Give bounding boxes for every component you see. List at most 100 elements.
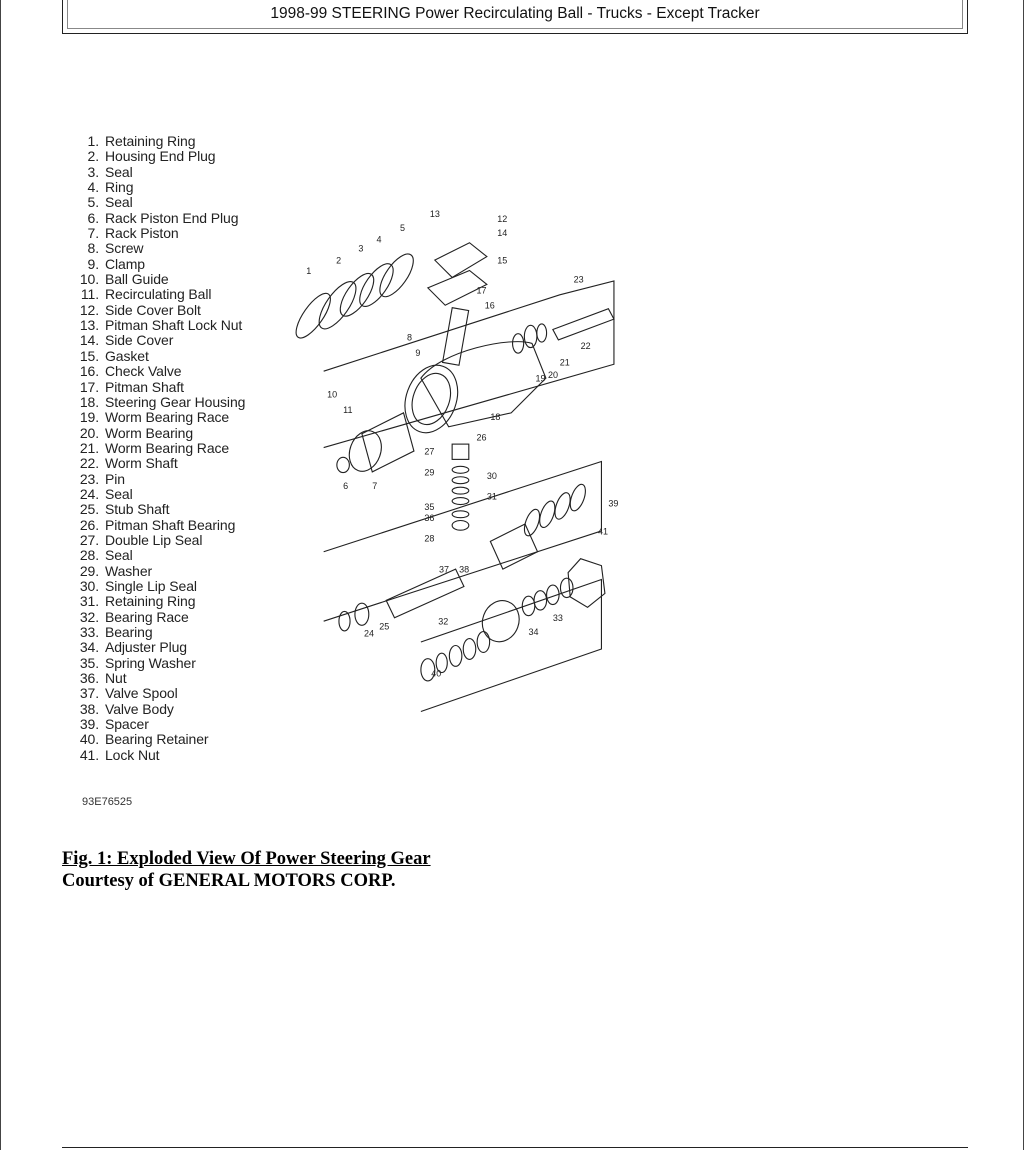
callout-24: 24 [364, 628, 374, 638]
legend-item-number: 7. [87, 225, 100, 242]
callout-17: 17 [476, 285, 486, 295]
legend-item-label: Valve Spool [105, 685, 178, 702]
legend-item-label: Ring [105, 179, 134, 196]
frame-middle [323, 460, 602, 622]
legend-item: 11.Recirculating Ball [79, 287, 309, 303]
legend-item: 28.Seal [79, 547, 309, 564]
callout-22: 22 [581, 341, 591, 351]
legend-item: 25.Stub Shaft [79, 501, 309, 518]
callout-4: 4 [376, 235, 381, 245]
legend-item: 23.Pin [79, 470, 309, 487]
callout-31: 31 [487, 492, 497, 502]
legend-item: 7.Rack Piston [79, 225, 309, 242]
side-cover [433, 242, 488, 279]
legend-item-label: Check Valve [105, 363, 182, 380]
legend-item-number: 26. [79, 516, 99, 533]
legend-item: 21. Worm Bearing Race [79, 439, 309, 456]
pitman-shaft [441, 307, 470, 366]
legend-item-label: Single Lip Seal [105, 577, 197, 594]
legend-item: 13.Pitman Shaft Lock Nut [79, 317, 309, 333]
legend-item-number: 30. [79, 577, 99, 594]
callout-21: 21 [560, 358, 570, 368]
legend-item: 22.Worm Shaft [79, 455, 309, 471]
legend-item-label: Lock Nut [105, 746, 160, 763]
callout-3: 3 [358, 244, 363, 254]
legend-item-number: 24. [79, 485, 99, 502]
legend-item-label: Spacer [105, 716, 149, 733]
legend-item-label: Valve Body [105, 700, 174, 717]
legend-item-label: Side Cover [105, 332, 174, 349]
adjuster-plug [481, 600, 520, 643]
legend-item: 6.Rack Piston End Plug [79, 209, 309, 226]
legend-item-number: 28. [79, 547, 99, 564]
legend-item: 8.Screw [79, 240, 309, 257]
legend-item: 24.Seal [79, 485, 309, 502]
legend-item: 34.Adjuster Plug [79, 639, 309, 656]
legend-item: 41. Lock Nut [79, 746, 309, 763]
page-border-left [0, 0, 1, 1150]
legend-item-number: 20. [79, 424, 99, 441]
legend-item-number: 4. [87, 179, 100, 196]
callout-5: 5 [400, 223, 405, 233]
legend-item: 40.Bearing Retainer [79, 731, 309, 748]
ring-part [359, 263, 394, 307]
legend-item-label: Side Cover Bolt [105, 301, 201, 318]
legend-item-number: 14. [79, 332, 99, 349]
callout-12: 12 [497, 214, 507, 224]
legend-item-label: Worm Bearing Race [105, 439, 230, 456]
legend-item-label: Gasket [105, 347, 149, 364]
legend-item-number: 6. [87, 209, 100, 226]
legend-item-number: 23. [79, 470, 99, 487]
legend-item: 15. Gasket [79, 347, 309, 364]
legend-item: 19.Worm Bearing Race [79, 409, 309, 426]
legend-item-number: 39. [79, 716, 99, 733]
legend-item-label: Retaining Ring [105, 593, 196, 610]
legend-item-label: Pitman Shaft [105, 378, 184, 395]
callout-15: 15 [497, 256, 507, 266]
legend-item: 10.Ball Guide [79, 271, 309, 288]
page-header: 1998-99 STEERING Power Recirculating Bal… [62, 0, 968, 34]
legend-item-number: 41. [79, 746, 99, 763]
callout-8: 8 [407, 333, 412, 343]
legend-item-label: Worm Bearing Race [105, 409, 230, 426]
ring-part [339, 272, 375, 317]
legend-item-number: 15. [79, 347, 99, 364]
legend-item-number: 3. [87, 163, 100, 180]
callout-29: 29 [424, 467, 434, 477]
ring-part [318, 281, 357, 330]
legend-item-label: Seal [105, 163, 133, 180]
legend-item-number: 37. [79, 685, 99, 702]
callout-18: 18 [490, 412, 500, 422]
callout-20: 20 [548, 370, 558, 380]
legend-item-label: Nut [105, 670, 127, 687]
legend-item-number: 17. [79, 378, 99, 395]
legend-item-number: 31. [79, 593, 99, 610]
legend-item-label: Ball Guide [105, 271, 169, 288]
legend-item-number: 1. [87, 133, 100, 149]
legend-item-number: 21. [79, 439, 99, 456]
callout-27: 27 [424, 447, 434, 457]
legend-item-number: 8. [87, 240, 100, 257]
legend-item: 16.Check Valve [79, 363, 309, 380]
callout-16: 16 [485, 301, 495, 311]
legend-item-number: 5. [87, 194, 100, 211]
legend-item-label: Washer [105, 562, 153, 579]
gasket [426, 269, 488, 306]
legend-item-label: Bearing Retainer [105, 731, 209, 748]
legend-item-label: Adjuster Plug [105, 639, 187, 656]
legend-item: 27.Double Lip Seal [79, 532, 309, 548]
legend-item: 37. Valve Spool [79, 685, 309, 702]
callout-34: 34 [529, 627, 539, 637]
legend-item-label: Pitman Shaft Bearing [105, 516, 236, 533]
rack-piston [361, 412, 415, 473]
legend-item-number: 33. [79, 624, 99, 640]
page-header-title: 1998-99 STEERING Power Recirculating Bal… [67, 0, 963, 29]
callout-39: 39 [608, 499, 618, 509]
callout-32: 32 [438, 617, 448, 627]
legend-item-label: Stub Shaft [105, 501, 170, 518]
legend-item: 26. Pitman Shaft Bearing [79, 516, 309, 533]
callout-2: 2 [336, 256, 341, 266]
legend-item: 12.Side Cover Bolt [79, 301, 309, 318]
legend-item: 33.Bearing [79, 624, 309, 640]
